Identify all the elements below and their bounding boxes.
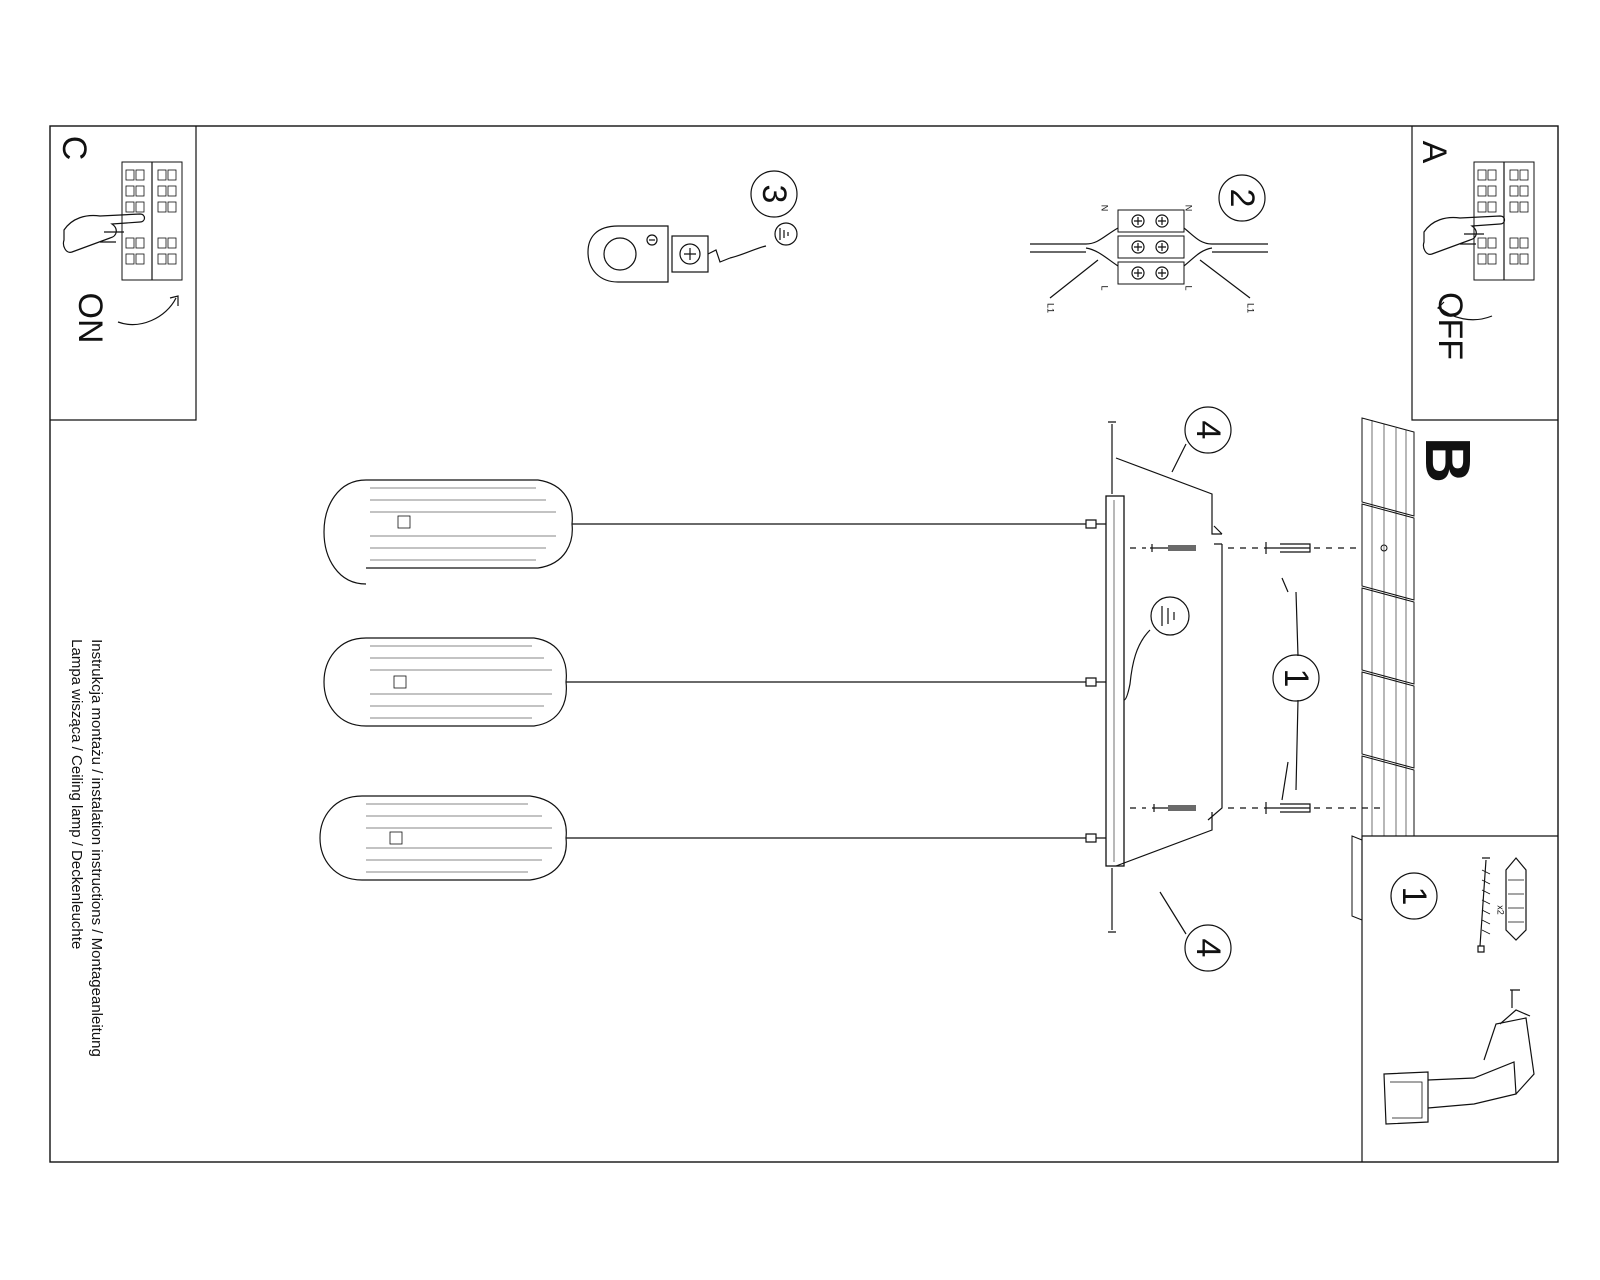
- step-number-4-bottom: 4: [1189, 938, 1227, 958]
- screw-icon: [1150, 542, 1311, 814]
- ground-symbol-icon: [1150, 596, 1190, 636]
- curved-arrow-icon: [1436, 301, 1493, 321]
- hand-icon: [62, 213, 146, 253]
- terminal-block-diagram: [1030, 174, 1268, 299]
- hand-icon: [1422, 215, 1506, 255]
- pendant-lamp: [323, 637, 1106, 727]
- pendant-lamp: [323, 479, 1106, 585]
- panel-c-letter: C: [55, 135, 93, 161]
- screw-icon: [1477, 857, 1491, 953]
- terminal-label-l1-right: L1: [1245, 302, 1256, 314]
- pendant-lamp: [319, 795, 1106, 881]
- caption-line-instructions: Instrukcja montażu / instalation instruc…: [88, 639, 105, 1057]
- switch-panel-c: [62, 161, 183, 326]
- curved-arrow-icon: [117, 295, 179, 326]
- switch-panel-a: [1422, 161, 1535, 321]
- terminal-label-l-right: L: [1183, 285, 1194, 291]
- step-circle-1: [1390, 872, 1438, 920]
- switch-off-label: OFF: [1431, 292, 1469, 360]
- panel-a-letter: A: [1415, 140, 1453, 164]
- terminal-label-l1-left: L1: [1045, 302, 1056, 314]
- terminal-label-n-left: N: [1099, 204, 1110, 212]
- screw-icon: [679, 243, 701, 265]
- terminal-label-n-right: N: [1183, 204, 1194, 212]
- step-number-1-bracket: 1: [1277, 668, 1315, 688]
- wall-plug-icon: [1505, 857, 1527, 941]
- step-number-4-top: 4: [1189, 420, 1227, 440]
- kit-quantity-label: x2: [1495, 905, 1506, 915]
- screw-icon: [1131, 214, 1169, 280]
- mounting-kit: [1383, 857, 1535, 1125]
- caption-line-product: Lampa wisząca / Ceiling lamp / Deckenleu…: [68, 639, 85, 950]
- step-number-2: 2: [1223, 188, 1261, 208]
- ground-symbol-icon: [774, 222, 798, 246]
- sheet-frame: [49, 125, 1559, 1163]
- step-circle-2: [1218, 174, 1266, 222]
- lamp-mount-diagram: [1105, 406, 1380, 972]
- ground-connector-diagram: [587, 170, 798, 283]
- panel-b-letter: B: [1412, 436, 1484, 484]
- step-number-3: 3: [755, 184, 793, 204]
- ceiling-panels: [1351, 417, 1415, 921]
- instruction-caption: Instrukcja montażu / instalation instruc…: [66, 639, 106, 1057]
- step-number-1-kit: 1: [1395, 886, 1433, 906]
- step-circle-4: [1184, 406, 1232, 454]
- drill-icon: [1383, 989, 1535, 1125]
- step-circle-3: [750, 170, 798, 218]
- step-circle-4: [1184, 924, 1232, 972]
- step-circle-1: [1272, 654, 1320, 702]
- terminal-label-l-left: L: [1099, 285, 1110, 291]
- switch-on-label: ON: [71, 292, 109, 344]
